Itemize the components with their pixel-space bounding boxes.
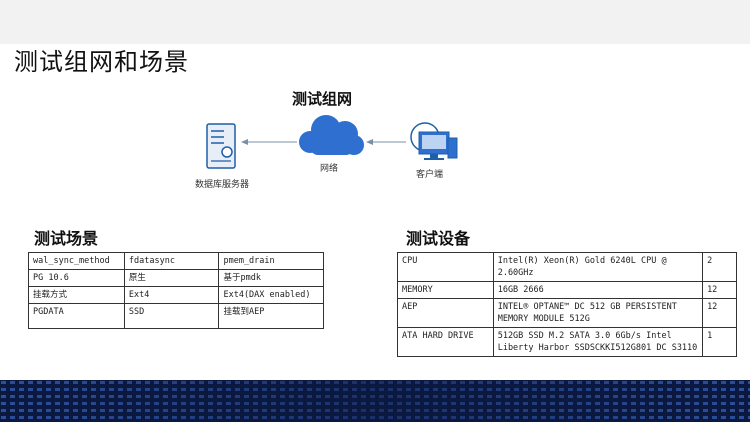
- arrow-to-server: [241, 139, 297, 145]
- table-row: PGDATA SSD 挂载到AEP: [28, 303, 324, 329]
- table-cell: 2: [702, 252, 737, 282]
- table-cell: 16GB 2666: [492, 281, 704, 299]
- table-cell: 挂载到AEP: [218, 303, 324, 329]
- page-title: 测试组网和场景: [14, 48, 189, 76]
- equipment-table: CPU Intel(R) Xeon(R) Gold 6240L CPU @ 2.…: [397, 252, 737, 357]
- table-cell: 原生: [123, 269, 220, 287]
- table-cell: CPU: [397, 252, 494, 282]
- table-cell: PGDATA: [28, 303, 125, 329]
- table-cell: AEP: [397, 298, 494, 328]
- footer-banner: [0, 380, 750, 422]
- table-row: ATA HARD DRIVE 512GB SSD M.2 SATA 3.0 6G…: [397, 327, 737, 357]
- cloud-icon: [299, 115, 364, 155]
- table-row: 挂载方式 Ext4 Ext4(DAX enabled): [28, 286, 324, 304]
- arrow-to-cloud: [366, 139, 406, 145]
- header-bar: [0, 0, 750, 44]
- table-cell: Intel(R) Xeon(R) Gold 6240L CPU @ 2.60GH…: [492, 252, 704, 282]
- network-label: 网络: [320, 164, 339, 174]
- table-row: MEMORY 16GB 2666 12: [397, 281, 737, 299]
- server-label: 数据库服务器: [195, 180, 250, 190]
- table-cell: PG 10.6: [28, 269, 125, 287]
- table-cell: 12: [702, 281, 737, 299]
- table-cell: Ext4: [123, 286, 220, 304]
- client-label: 客户端: [416, 170, 444, 180]
- server-icon: [206, 123, 236, 169]
- table-row: AEP INTEL® OPTANE™ DC 512 GB PERSISTENT …: [397, 298, 737, 328]
- table-row: PG 10.6 原生 基于pmdk: [28, 269, 324, 287]
- table-cell: fdatasync: [123, 252, 220, 270]
- network-diagram-title: 测试组网: [292, 90, 353, 108]
- network-diagram: [206, 115, 458, 169]
- table-cell: MEMORY: [397, 281, 494, 299]
- table-cell: 挂载方式: [28, 286, 125, 304]
- table-row: wal_sync_method fdatasync pmem_drain: [28, 252, 324, 270]
- scenario-title: 测试场景: [34, 229, 99, 248]
- table-row: CPU Intel(R) Xeon(R) Gold 6240L CPU @ 2.…: [397, 252, 737, 282]
- table-cell: 12: [702, 298, 737, 328]
- table-cell: 512GB SSD M.2 SATA 3.0 6Gb/s Intel Liber…: [492, 327, 704, 357]
- table-cell: 1: [702, 327, 737, 357]
- table-cell: Ext4(DAX enabled): [218, 286, 324, 304]
- table-cell: ATA HARD DRIVE: [397, 327, 494, 357]
- equipment-title: 测试设备: [406, 229, 471, 248]
- table-cell: pmem_drain: [218, 252, 324, 270]
- table-cell: wal_sync_method: [28, 252, 125, 270]
- table-cell: INTEL® OPTANE™ DC 512 GB PERSISTENT MEMO…: [492, 298, 704, 328]
- scenario-table: wal_sync_method fdatasync pmem_drain PG …: [28, 252, 324, 329]
- table-cell: SSD: [123, 303, 220, 329]
- circuit-pattern: [0, 380, 750, 422]
- table-cell: 基于pmdk: [218, 269, 324, 287]
- client-icon: [410, 122, 458, 160]
